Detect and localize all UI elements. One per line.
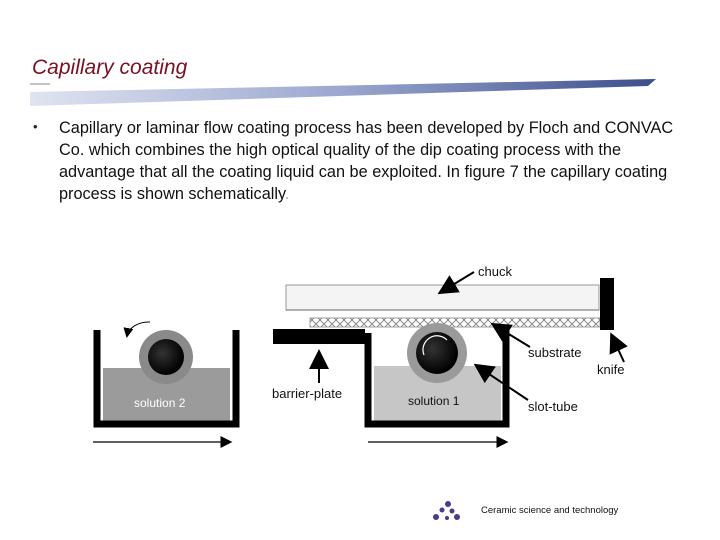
label-substrate: substrate (528, 345, 581, 360)
label-solution-1: solution 1 (408, 394, 460, 408)
left-roller (148, 339, 184, 375)
label-knife: knife (597, 362, 624, 377)
body-text: Capillary or laminar flow coating proces… (59, 119, 674, 203)
right-bath (273, 323, 510, 428)
label-slot-tube: slot-tube (528, 399, 578, 414)
title-underline-bar (30, 79, 656, 106)
right-roller (416, 332, 458, 374)
label-barrier-plate: barrier-plate (272, 386, 342, 401)
bullet-marker: • (33, 119, 38, 134)
label-solution-2: solution 2 (134, 396, 186, 410)
label-chuck: chuck (478, 264, 512, 279)
body-paragraph: Capillary or laminar flow coating proces… (59, 117, 679, 205)
knife-blade (600, 278, 614, 330)
footer-text: Ceramic science and technology (481, 505, 619, 516)
slide-title: Capillary coating (32, 56, 188, 79)
substrate-layer (309, 317, 601, 328)
barrier-plate-bar (273, 329, 365, 344)
body-period: . (284, 185, 290, 203)
institution-logo-icon (433, 501, 460, 520)
left-bath (93, 321, 240, 428)
